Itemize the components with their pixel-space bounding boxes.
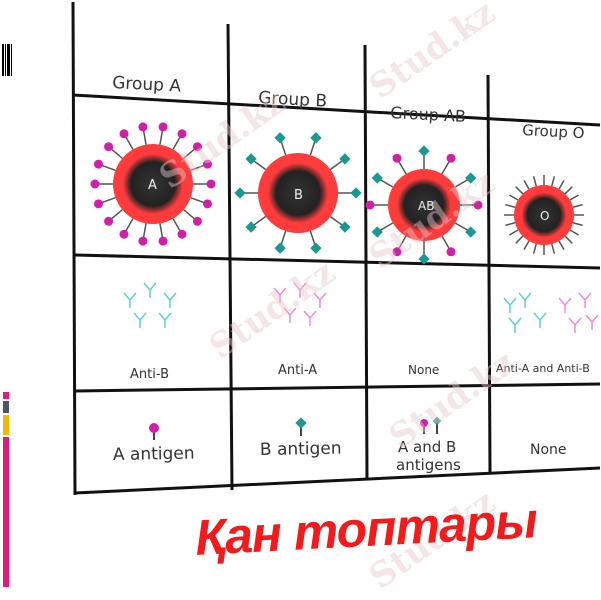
cell-label-o: O <box>540 209 549 223</box>
antibody-icon <box>578 292 592 308</box>
antigen-a-mark <box>446 247 456 257</box>
antibody-label-a: Anti-B <box>130 367 169 382</box>
antibody-label-o: Anti-A and Anti-B <box>496 362 590 375</box>
antibody-icons <box>123 282 599 333</box>
antigen-b-mark <box>274 132 286 144</box>
red-cell-ab <box>365 145 483 265</box>
antibody-icon <box>533 312 547 328</box>
antigen-a-mark <box>203 159 213 169</box>
sidebar-bar-orange <box>3 415 9 435</box>
antigen-label-a: A antigen <box>113 444 195 465</box>
header-group-a: Group A <box>112 73 182 97</box>
antigen-b-mark <box>465 172 477 184</box>
antigen-a-mark <box>392 247 402 257</box>
sidebar-bar-gray <box>3 401 9 413</box>
antibody-icon <box>163 292 177 308</box>
antigen-a-mark <box>473 200 483 210</box>
red-cell-o <box>504 175 584 255</box>
antibody-label-ab: None <box>408 363 439 377</box>
antigen-a-mark <box>119 129 129 139</box>
antigen-b-mark <box>465 226 477 238</box>
header-group-b: Group B <box>258 88 328 112</box>
antibody-icon <box>585 314 599 330</box>
antigen-a-mark <box>177 229 187 239</box>
svg-text:Stud.kz: Stud.kz <box>362 0 502 107</box>
antigen-icons <box>149 416 442 440</box>
antigen-label-b: B antigen <box>260 439 342 460</box>
antibody-icon <box>303 310 317 326</box>
antibody-icon <box>283 307 297 323</box>
antibody-icon <box>158 312 172 328</box>
antigen-b-mark <box>310 132 322 144</box>
antigen-a-mark <box>93 159 103 169</box>
antigen-b-mark <box>371 226 383 238</box>
antigen-a-mark <box>158 236 168 246</box>
sidebar-bar-pink-small <box>3 392 9 399</box>
antigen-a-mark <box>192 142 202 152</box>
antibody-icon <box>143 282 157 298</box>
antigen-a-mark <box>90 179 100 189</box>
cell-label-ab: AB <box>418 199 434 213</box>
antibody-icon <box>313 292 327 308</box>
antigen-b-mark <box>350 187 362 199</box>
antigen-a-mark <box>104 216 114 226</box>
antigen-a-mark <box>446 153 456 163</box>
antigen-label-o: None <box>530 442 567 458</box>
antibody-icon <box>508 317 522 333</box>
antigen-a-mark <box>177 129 187 139</box>
antigen-a-mark <box>392 153 402 163</box>
red-cell-a <box>90 122 216 246</box>
svg-text:Stud.kz: Stud.kz <box>202 252 342 367</box>
antigen-a-mark <box>138 122 148 132</box>
table-grid <box>71 1 601 496</box>
antibody-icon <box>568 317 582 333</box>
antibody-icon <box>273 287 287 303</box>
antibody-icon <box>133 312 147 328</box>
antigen-b-mark <box>310 242 322 254</box>
antigen-b-mark <box>245 221 257 233</box>
barcode-mark <box>2 44 12 76</box>
red-cell-b <box>234 132 362 254</box>
antibody-icon <box>518 292 532 308</box>
header-group-o: Group O <box>522 121 585 142</box>
antigen-a-mark <box>206 179 216 189</box>
antigen-b-mark <box>234 187 246 199</box>
antigen-b-mark <box>418 253 430 265</box>
antigen-a-mark <box>104 142 114 152</box>
antigen-b-mark <box>274 242 286 254</box>
antigen-b-mark <box>418 145 430 157</box>
antigen-a-mark <box>192 216 202 226</box>
antigen-a-mark <box>119 229 129 239</box>
antigen-a-mark <box>138 236 148 246</box>
antigen-b-mark <box>339 153 351 165</box>
antigen-a-mark <box>203 199 213 209</box>
red-cells <box>90 122 584 265</box>
cell-label-a: A <box>148 178 157 193</box>
sidebar-bar-pink <box>3 437 9 587</box>
antibody-icon <box>558 297 572 313</box>
header-group-ab: Group AB <box>390 103 467 126</box>
antigen-b-mark <box>371 172 383 184</box>
antigen-a-mark <box>93 199 103 209</box>
cell-label-b: B <box>294 188 303 203</box>
antibody-icon <box>293 282 307 298</box>
antigen-a-mark <box>365 200 375 210</box>
antigen-b-mark <box>339 221 351 233</box>
antigen-a-mark <box>158 122 168 132</box>
antibody-label-b: Anti-A <box>278 363 317 378</box>
antibody-icon <box>503 297 517 313</box>
antigen-b-mark <box>245 153 257 165</box>
antibody-icon <box>123 292 137 308</box>
